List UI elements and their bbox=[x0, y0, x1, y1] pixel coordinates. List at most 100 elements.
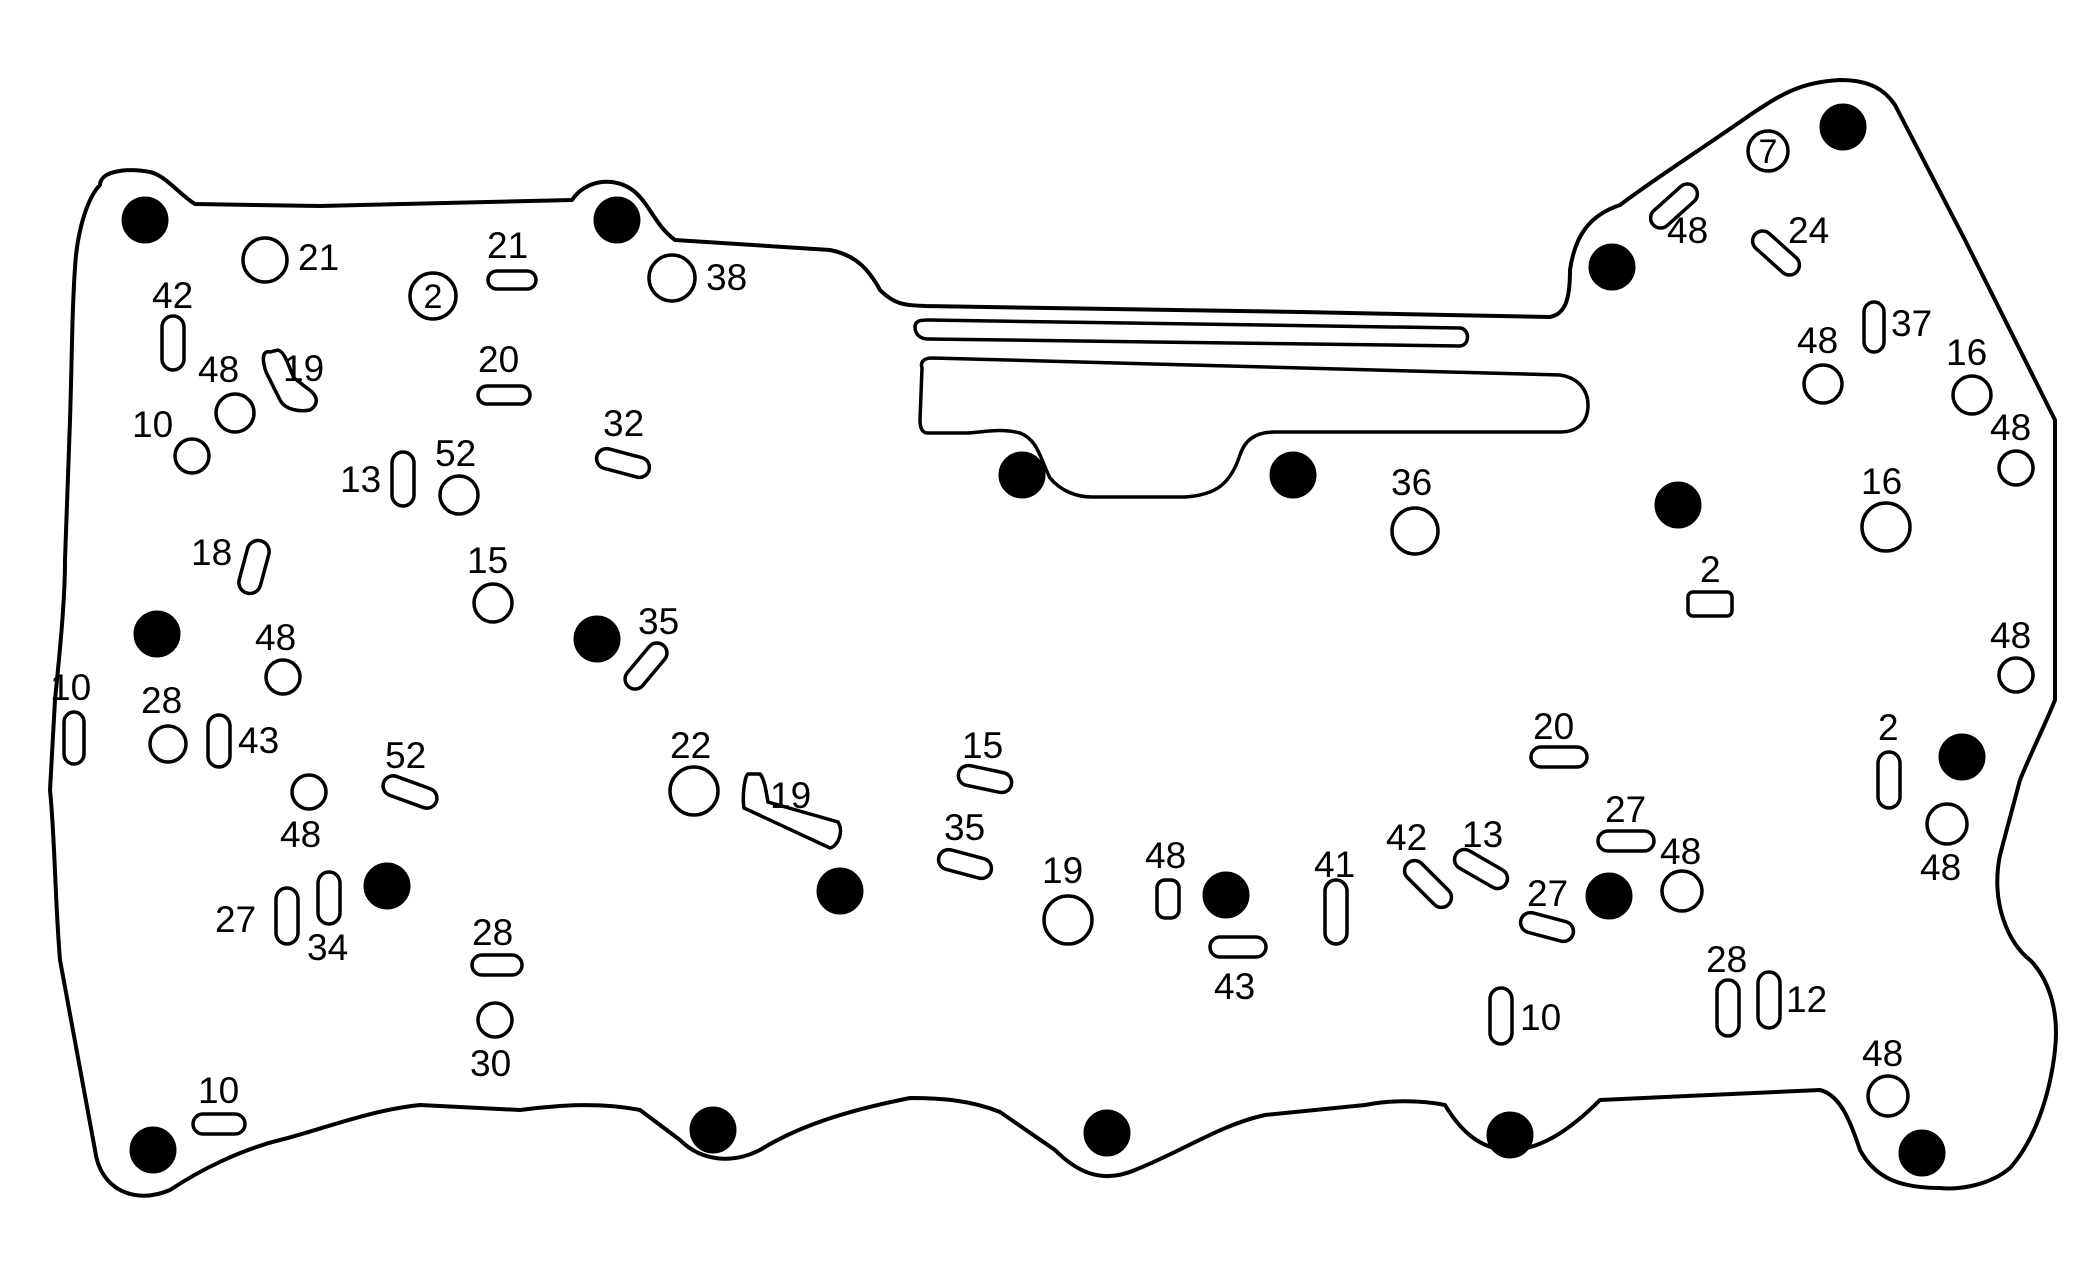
label-10: 10 bbox=[198, 1070, 239, 1111]
label-circle bbox=[1746, 129, 1790, 173]
slot bbox=[316, 870, 342, 926]
label-16: 16 bbox=[1861, 461, 1902, 502]
slot bbox=[594, 446, 652, 480]
slot bbox=[1518, 910, 1576, 944]
slot bbox=[1750, 229, 1802, 277]
label-28: 28 bbox=[472, 912, 513, 953]
label-10: 10 bbox=[132, 404, 173, 445]
label-22: 22 bbox=[670, 725, 711, 766]
slot bbox=[476, 384, 532, 406]
bolt-hole bbox=[1588, 243, 1636, 291]
bolt-hole bbox=[1898, 1129, 1946, 1177]
plate-outline bbox=[48, 78, 2058, 1198]
label-13: 13 bbox=[340, 459, 381, 500]
label-42: 42 bbox=[152, 275, 193, 316]
slot bbox=[1402, 858, 1454, 910]
slot bbox=[1715, 978, 1741, 1038]
slot bbox=[1208, 935, 1268, 959]
label-27: 27 bbox=[1605, 789, 1646, 830]
slot bbox=[1648, 182, 1700, 230]
slot bbox=[1323, 878, 1349, 946]
label-24: 24 bbox=[1788, 210, 1829, 251]
slot bbox=[1488, 986, 1514, 1046]
label-16: 16 bbox=[1946, 332, 1987, 373]
slots bbox=[62, 182, 1902, 1136]
label-35: 35 bbox=[944, 807, 985, 848]
label-48: 48 bbox=[1990, 407, 2031, 448]
bolt-hole bbox=[1819, 103, 1867, 151]
label-10: 10 bbox=[1520, 997, 1561, 1038]
label-43: 43 bbox=[1214, 966, 1255, 1007]
label-28: 28 bbox=[1706, 939, 1747, 980]
label-48: 48 bbox=[1660, 831, 1701, 872]
bolt-hole bbox=[1083, 1109, 1131, 1157]
long-slot-top bbox=[913, 318, 1470, 348]
bolt-hole bbox=[363, 862, 411, 910]
label-12: 12 bbox=[1786, 979, 1827, 1020]
label-48: 48 bbox=[1145, 835, 1186, 876]
round-hole bbox=[1660, 869, 1704, 913]
bolt-hole bbox=[1654, 481, 1702, 529]
bolt-hole bbox=[1486, 1111, 1534, 1159]
label-52: 52 bbox=[435, 433, 476, 474]
slot bbox=[1452, 847, 1510, 891]
label-18: 18 bbox=[191, 532, 232, 573]
label-32: 32 bbox=[603, 403, 644, 444]
round-hole bbox=[241, 236, 289, 284]
slot bbox=[206, 713, 232, 769]
label-19: 19 bbox=[770, 775, 811, 816]
round-hole bbox=[148, 724, 188, 764]
round-hole bbox=[476, 1001, 514, 1039]
label-circle bbox=[408, 271, 458, 321]
round-hole bbox=[472, 582, 514, 624]
label-43: 43 bbox=[238, 720, 279, 761]
round-hole bbox=[290, 773, 328, 811]
reference-labels: 21 21 38 42 48 19 20 10 13 52 32 18 15 4… bbox=[50, 210, 2031, 1111]
bolt-hole bbox=[998, 451, 1046, 499]
round-hole bbox=[173, 437, 211, 475]
slot bbox=[623, 641, 669, 691]
round-hole bbox=[1860, 501, 1912, 553]
label-41: 41 bbox=[1314, 844, 1355, 885]
bolt-hole bbox=[129, 1126, 177, 1174]
bolt-holes bbox=[121, 103, 1986, 1177]
slot bbox=[470, 953, 524, 977]
bolt-hole bbox=[1269, 451, 1317, 499]
label-text: 2 bbox=[424, 278, 443, 316]
circled-label-2: 2 bbox=[408, 271, 458, 321]
slot bbox=[1862, 300, 1886, 354]
slot bbox=[956, 763, 1014, 795]
bolt-hole bbox=[816, 867, 864, 915]
round-hole bbox=[1802, 363, 1844, 405]
slot bbox=[381, 774, 439, 810]
label-27: 27 bbox=[1527, 873, 1568, 914]
label-21: 21 bbox=[298, 237, 339, 278]
circled-label-7: 7 bbox=[1746, 129, 1790, 173]
round-hole bbox=[647, 253, 697, 303]
label-52: 52 bbox=[385, 735, 426, 776]
label-48: 48 bbox=[255, 617, 296, 658]
label-34: 34 bbox=[307, 927, 348, 968]
bolt-hole bbox=[573, 615, 621, 663]
round-hole bbox=[1925, 802, 1969, 846]
slot bbox=[1155, 878, 1181, 920]
bolt-hole bbox=[133, 610, 181, 658]
label-42: 42 bbox=[1386, 817, 1427, 858]
round-hole bbox=[1997, 656, 2035, 694]
label-15: 15 bbox=[962, 725, 1003, 766]
label-19: 19 bbox=[1042, 850, 1083, 891]
slot bbox=[274, 886, 300, 946]
label-2: 2 bbox=[1700, 549, 1721, 590]
label-37: 37 bbox=[1891, 303, 1932, 344]
slot bbox=[237, 538, 271, 596]
passage-19-left bbox=[261, 348, 318, 413]
slot bbox=[1756, 970, 1782, 1030]
round-hole bbox=[438, 474, 480, 516]
slot bbox=[486, 269, 538, 291]
label-text: 7 bbox=[1759, 133, 1778, 171]
slot bbox=[1529, 745, 1589, 769]
slot bbox=[1596, 829, 1656, 853]
label-35: 35 bbox=[638, 601, 679, 642]
slot bbox=[62, 710, 86, 766]
